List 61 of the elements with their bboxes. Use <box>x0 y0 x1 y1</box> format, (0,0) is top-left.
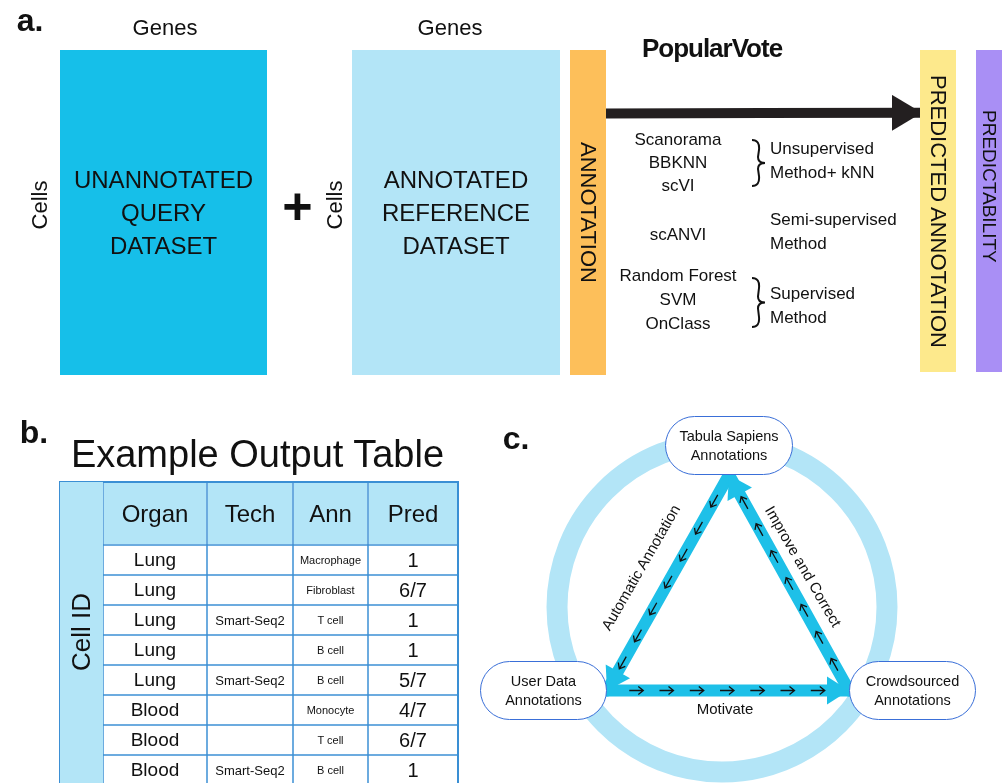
table-cell-text: 1 <box>406 607 420 633</box>
table-cell-text: 5/7 <box>398 667 428 693</box>
table-cell-text: Smart-Seq2 <box>214 611 286 630</box>
node-pill: Crowdsourced Annotations <box>849 661 976 720</box>
table-cell-text: Lung <box>132 638 178 662</box>
column-header: Pred <box>369 483 457 544</box>
panel-letter: a. <box>15 0 45 40</box>
axis-label: Cells <box>322 180 348 230</box>
table-title: Example Output Table <box>69 431 446 477</box>
table-cell-text: Blood <box>129 698 181 722</box>
node-pill: User Data Annotations <box>480 661 607 720</box>
method-name: Scanorama <box>633 129 723 151</box>
table-cell-text: Blood <box>129 728 181 752</box>
table-cell-text: Lung <box>132 608 178 632</box>
node-pill: Tabula Sapiens Annotations <box>665 416 793 475</box>
table-cell-text: Monocyte <box>305 703 356 718</box>
table-cell-text: 6/7 <box>398 727 428 753</box>
table-cell-text: 4/7 <box>398 697 428 723</box>
table-cell-text: T cell <box>316 733 345 748</box>
table-cell-text: 1 <box>406 757 420 783</box>
annotation-bar: PREDICTABILITY <box>976 50 1002 372</box>
method-name: SVM <box>658 289 698 311</box>
dataset-block: UNANNOTATED QUERY DATASET <box>60 50 267 375</box>
row-header: Cell ID <box>60 482 103 783</box>
axis-label: Cells <box>27 180 53 230</box>
method-category: Semi-supervised Method <box>770 209 898 255</box>
table-cell-text: B cell <box>316 763 345 778</box>
table-cell-text: T cell <box>316 613 345 628</box>
table-cell-text: 1 <box>406 547 420 573</box>
method-category: Supervised Method <box>770 283 857 329</box>
column-header: Tech <box>208 483 292 544</box>
table-cell-text: Smart-Seq2 <box>214 671 286 690</box>
table-cell-text: Fibroblast <box>305 583 356 598</box>
column-header: Ann <box>294 483 367 544</box>
annotation-bar: PREDICTED ANNOTATION <box>920 50 956 372</box>
edge-label: PopularVote <box>642 31 782 65</box>
table-cell-text: Macrophage <box>298 553 363 568</box>
table-cell-text: Blood <box>129 758 181 782</box>
table-cell-text: 6/7 <box>398 577 428 603</box>
table-cell-text: Lung <box>132 668 178 692</box>
method-name: BBKNN <box>647 152 709 174</box>
table-cell-text: Lung <box>132 578 178 602</box>
table-cell-text: Lung <box>132 548 178 572</box>
plus-sign: + <box>281 178 314 233</box>
method-name: OnClass <box>644 313 712 335</box>
table-cell-text: Smart-Seq2 <box>214 761 286 780</box>
table-cell-text: B cell <box>316 673 345 688</box>
dataset-block: ANNOTATED REFERENCE DATASET <box>352 50 560 375</box>
method-category: Unsupervised Method+ kNN <box>770 138 876 184</box>
column-header: Organ <box>104 483 206 544</box>
annotation-bar: ANNOTATION <box>570 50 606 375</box>
method-name: Random Forest <box>618 265 738 287</box>
axis-label: Genes <box>417 15 483 41</box>
table-cell-text: 1 <box>406 637 420 663</box>
axis-label: Genes <box>132 15 198 41</box>
edge-label: Motivate <box>695 698 755 719</box>
table-cell-text: B cell <box>316 643 345 658</box>
method-name: scANVI <box>648 224 708 246</box>
panel-letter: b. <box>18 412 50 452</box>
method-name: scVI <box>660 175 696 197</box>
panel-letter: c. <box>501 418 531 458</box>
